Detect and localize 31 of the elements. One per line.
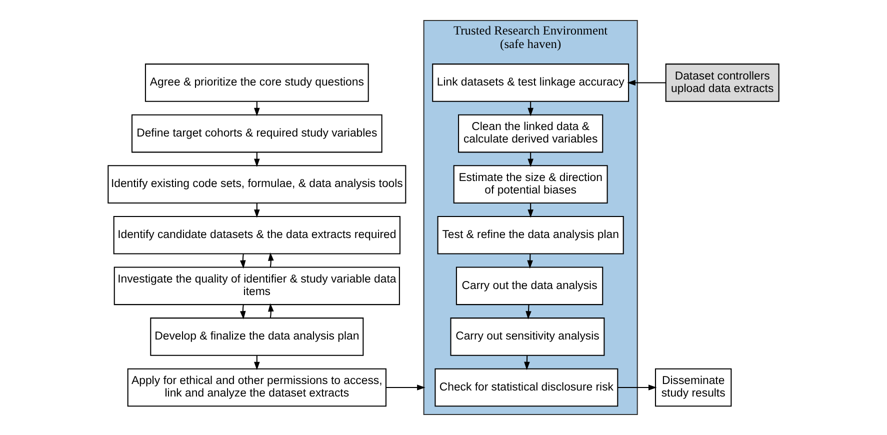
arrow <box>618 384 657 390</box>
arrow <box>240 254 246 269</box>
node-box: Dataset controllers upload data extracts <box>665 64 780 102</box>
node-box: Estimate the size & direction of potential biases <box>453 165 608 204</box>
node-box: Carry out sensitivity analysis <box>450 318 605 356</box>
arrow <box>528 203 534 218</box>
arrow <box>386 384 426 390</box>
arrow <box>527 254 533 269</box>
arrow <box>268 252 274 268</box>
node-box: Clean the linked data & calculate derived variables <box>458 114 604 153</box>
node-box: Identify existing code sets, formulae, & data analysis tools <box>108 165 406 204</box>
arrow <box>254 203 260 218</box>
node-box: Disseminate study results <box>654 368 732 407</box>
node-box: Link datasets & test linkage accuracy <box>432 64 630 102</box>
arrow <box>254 356 260 370</box>
arrow <box>254 102 260 116</box>
node-box: Apply for ethical and other permissions to access, link and analyze the dataset extracts <box>127 368 386 407</box>
node-box: Identify candidate datasets & the data extracts required <box>113 216 400 254</box>
node-box: Define target cohorts & required study variables <box>131 114 382 153</box>
arrow <box>268 303 274 318</box>
arrow <box>627 80 666 86</box>
arrow <box>524 356 530 370</box>
node-box: Carry out the data analysis <box>456 266 604 306</box>
node-box: Develop & finalize the data analysis plan <box>150 318 364 356</box>
arrow <box>526 304 532 320</box>
node-box: Agree & prioritize the core study questions <box>144 64 369 102</box>
node-box: Test & refine the data analysis plan <box>437 216 624 254</box>
node-box: Investigate the quality of identifier & study variable data items <box>114 266 400 306</box>
arrow <box>528 102 534 116</box>
arrow <box>240 304 246 320</box>
node-box: Check for statistical disclosure risk <box>434 368 618 407</box>
